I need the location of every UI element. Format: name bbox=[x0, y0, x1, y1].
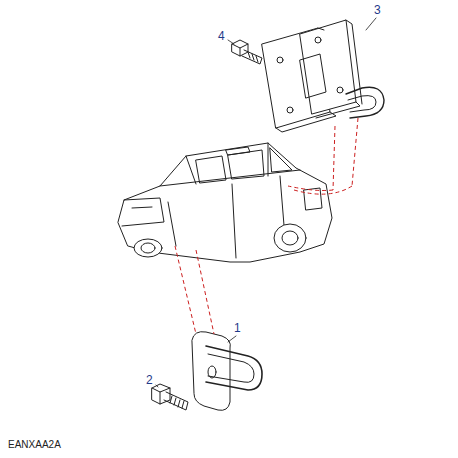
callout-number: 1 bbox=[234, 322, 241, 334]
callout-number: 4 bbox=[218, 30, 225, 42]
towing-eye-bolt bbox=[152, 384, 188, 410]
rear-towing-bracket bbox=[262, 20, 384, 132]
diagram-code: EANXAA2A bbox=[8, 440, 61, 450]
bracket-bolt bbox=[232, 40, 262, 64]
location-line bbox=[175, 118, 358, 334]
callout-number: 2 bbox=[146, 374, 153, 386]
leader-line bbox=[156, 18, 376, 387]
callout-number: 3 bbox=[374, 4, 381, 16]
vehicle-outline bbox=[118, 143, 332, 262]
front-towing-eye bbox=[192, 332, 262, 411]
